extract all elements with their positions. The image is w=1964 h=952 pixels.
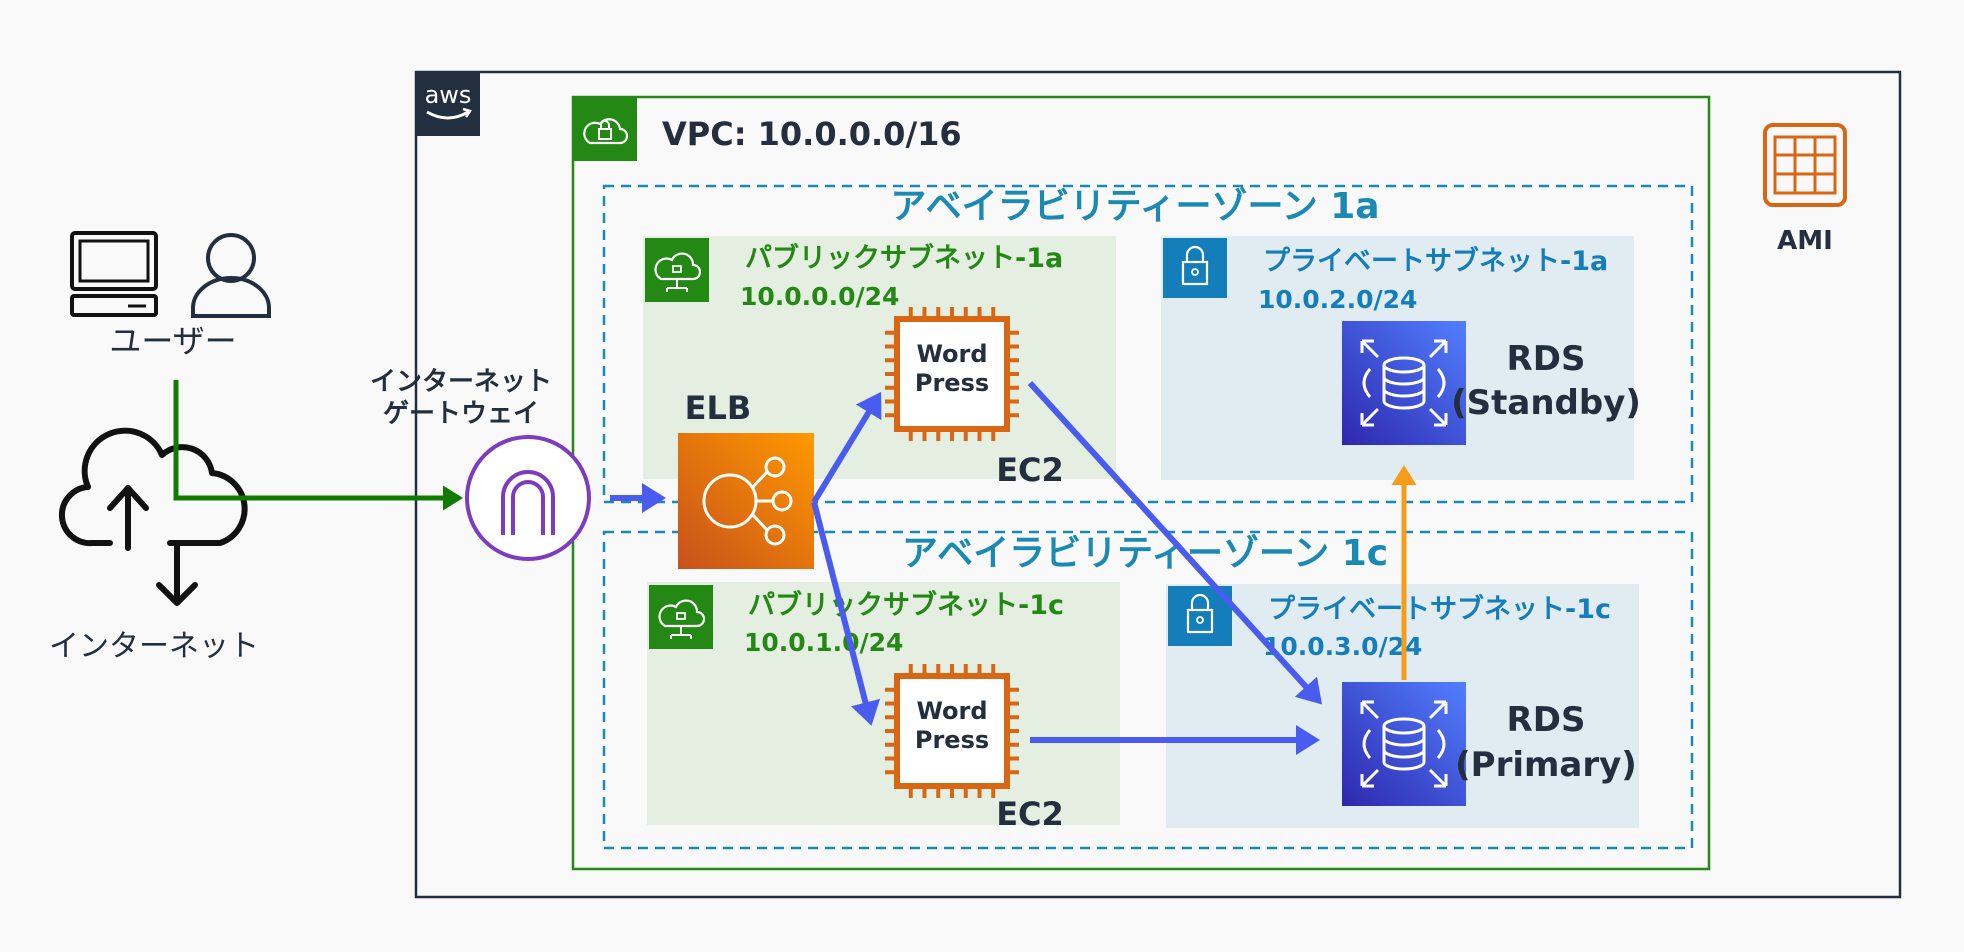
ec2-1a-app-line2: Press — [915, 369, 989, 397]
rds-standby: RDS (Standby) — [1342, 321, 1641, 445]
private-subnet-lock-icon — [1163, 238, 1227, 298]
elb-node: ELB — [678, 389, 814, 569]
public-subnet-1c-cidr: 10.0.1.0/24 — [744, 628, 903, 657]
internet-gateway-icon — [465, 435, 591, 561]
computer-icon — [70, 231, 158, 317]
ec2-1c-app-line2: Press — [915, 726, 989, 754]
az-1c-label: アベイラビリティーゾーン 1c — [902, 533, 1388, 574]
availability-zone-1a: アベイラビリティーゾーン 1a — [602, 184, 1694, 504]
vpc-lock-icon — [573, 97, 637, 161]
ec2-1c-label: EC2 — [996, 795, 1064, 833]
rds-standby-line1: RDS — [1507, 339, 1586, 379]
traffic-arrows — [610, 380, 1323, 755]
public-subnet-1a-cidr: 10.0.0.0/24 — [740, 282, 899, 311]
igw-label-line2: ゲートウェイ — [383, 399, 539, 429]
igw-label-line1: インターネット — [370, 367, 552, 397]
ec2-1c-app-line1: Word — [916, 697, 987, 725]
rds-database-icon — [1342, 321, 1466, 445]
internet-label: インターネット — [49, 629, 259, 664]
ec2-chip-icon — [885, 307, 1019, 441]
az-1a-label: アベイラビリティーゾーン 1a — [890, 186, 1379, 227]
ec2-1a-app-line1: Word — [916, 340, 987, 368]
public-subnet-icon — [649, 585, 713, 649]
public-subnet-icon — [645, 238, 709, 302]
ec2-instance-1a: Word Press EC2 — [885, 307, 1064, 489]
private-subnet-1a-name: プライベートサブネット-1a — [1263, 245, 1608, 277]
load-balancer-icon — [678, 433, 814, 569]
user-traffic-arrow — [173, 380, 463, 511]
person-icon — [191, 233, 271, 318]
ec2-1a-to-rds-primary-arrow — [1027, 380, 1323, 705]
ec2-1a-label: EC2 — [996, 451, 1064, 489]
rds-database-icon — [1342, 682, 1466, 806]
aws-logo-icon: aws — [416, 72, 480, 136]
ami-icon — [1763, 123, 1847, 207]
vpc-group: VPC: 10.0.0.0/16 — [571, 95, 1711, 871]
private-subnet-1a-cidr: 10.0.2.0/24 — [1258, 285, 1417, 314]
rds-primary-line2: (Primary) — [1455, 745, 1637, 785]
internet-node: インターネット — [49, 427, 259, 664]
elb-to-ec2-1a-arrow — [811, 391, 882, 504]
user-node: ユーザー — [70, 231, 271, 360]
cloud-upload-download-icon — [59, 427, 248, 606]
ec2-instance-1c: Word Press EC2 — [885, 664, 1064, 833]
public-subnet-1c: パブリックサブネット-1c 10.0.1.0/24 — [647, 582, 1120, 825]
rds-primary: RDS (Primary) — [1342, 682, 1637, 806]
internet-gateway: インターネット ゲートウェイ — [370, 367, 591, 561]
public-subnet-1a-name: パブリックサブネット-1a — [745, 242, 1063, 274]
aws-logo-text: aws — [425, 81, 472, 109]
rds-standby-line2: (Standby) — [1451, 383, 1641, 423]
private-subnet-1c-cidr: 10.0.3.0/24 — [1263, 632, 1422, 661]
aws-cloud-group: aws — [414, 70, 1902, 899]
elb-label: ELB — [685, 389, 752, 427]
availability-zone-1c: アベイラビリティーゾーン 1c — [602, 530, 1694, 850]
private-subnet-1c-name: プライベートサブネット-1c — [1268, 593, 1611, 625]
vpc-label: VPC: 10.0.0.0/16 — [662, 115, 962, 153]
user-label: ユーザー — [109, 322, 236, 360]
ami-label: AMI — [1777, 226, 1833, 256]
public-subnet-1c-name: パブリックサブネット-1c — [748, 589, 1064, 621]
rds-primary-line1: RDS — [1507, 700, 1586, 740]
elb-to-ec2-1c-arrow — [811, 501, 881, 726]
ami-node: AMI — [1763, 123, 1847, 256]
ec2-chip-icon — [885, 664, 1019, 798]
